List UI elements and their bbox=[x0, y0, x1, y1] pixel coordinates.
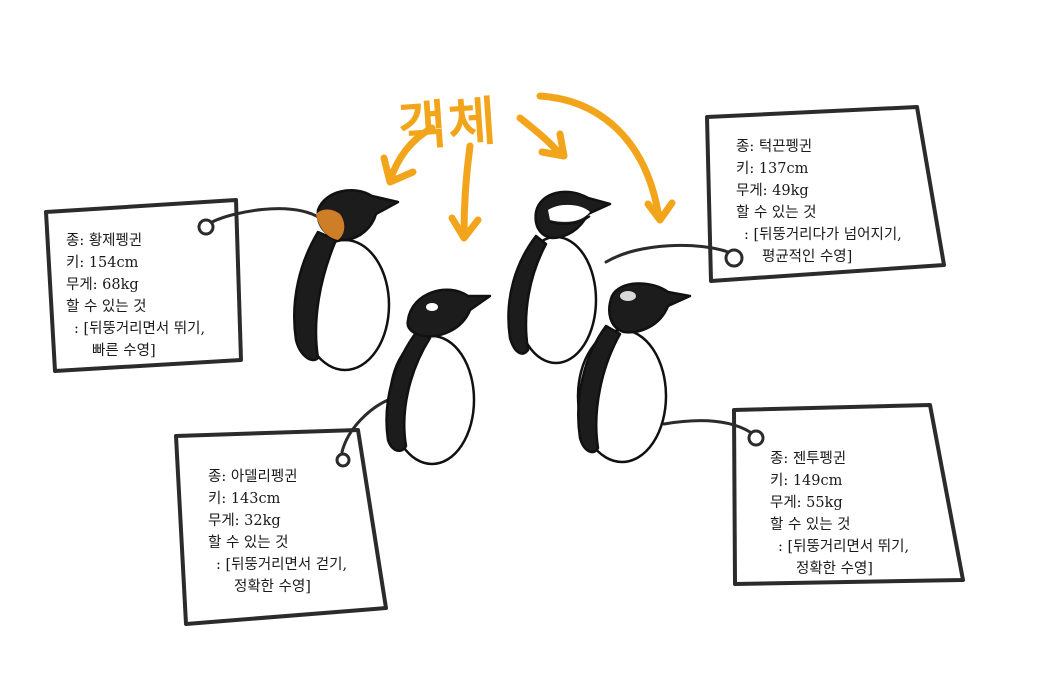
chinstrap-weight: 무게: 49kg bbox=[736, 183, 809, 199]
emperor-weight: 무게: 68kg bbox=[66, 277, 139, 293]
chinstrap-card-frame bbox=[705, 105, 946, 283]
arrow-to-gentoo bbox=[536, 92, 676, 224]
adelie-weight: 무게: 32kg bbox=[208, 513, 281, 529]
gentoo-tag-string bbox=[662, 419, 752, 434]
adelie-card: 종: 아델리펭귄 키: 143cm 무게: 32kg 할 수 있는 것 : [뒤… bbox=[208, 466, 347, 598]
adelie-eye bbox=[426, 303, 438, 311]
gentoo-card: 종: 젠투펭귄 키: 149cm 무게: 55kg 할 수 있는 것 : [뒤뚱… bbox=[770, 448, 909, 580]
chinstrap-penguin-drawing bbox=[507, 190, 612, 365]
gentoo-eye-patch bbox=[620, 291, 636, 301]
gentoo-abilities-label: 할 수 있는 것 bbox=[770, 517, 851, 533]
emperor-card-frame bbox=[44, 198, 243, 373]
emperor-abilities-label: 할 수 있는 것 bbox=[66, 299, 147, 315]
adelie-abilities-label: 할 수 있는 것 bbox=[208, 535, 289, 551]
gentoo-tag-hole bbox=[747, 429, 765, 447]
chinstrap-ability-2: 평균적인 수영] bbox=[762, 249, 853, 265]
chinstrap-species: 종: 턱끈펭귄 bbox=[736, 139, 813, 155]
emperor-penguin-drawing bbox=[293, 189, 400, 372]
emperor-ability-1: : [뒤뚱거리면서 뛰기, bbox=[74, 321, 206, 337]
gentoo-height: 키: 149cm bbox=[770, 473, 843, 489]
gentoo-penguin-drawing bbox=[576, 282, 692, 464]
chinstrap-height: 키: 137cm bbox=[736, 161, 809, 177]
gentoo-species: 종: 젠투펭귄 bbox=[770, 451, 847, 467]
arrow-to-chinstrap bbox=[516, 114, 568, 160]
adelie-height: 키: 143cm bbox=[208, 491, 281, 507]
adelie-penguin-drawing bbox=[385, 288, 492, 466]
gentoo-card-frame bbox=[732, 403, 965, 586]
emperor-card: 종: 황제펭귄 키: 154cm 무게: 68kg 할 수 있는 것 : [뒤뚱… bbox=[66, 230, 205, 362]
gentoo-ability-2: 정확한 수영] bbox=[796, 561, 873, 577]
adelie-species: 종: 아델리펭귄 bbox=[208, 469, 298, 485]
adelie-card-frame bbox=[174, 428, 388, 626]
adelie-tag-hole bbox=[335, 452, 351, 468]
arrow-to-emperor bbox=[380, 124, 436, 186]
gentoo-weight: 무게: 55kg bbox=[770, 495, 843, 511]
chinstrap-ability-1: : [뒤뚱거리다가 넘어지기, bbox=[744, 227, 902, 243]
emperor-height: 키: 154cm bbox=[66, 255, 139, 271]
chinstrap-white-face bbox=[548, 204, 590, 222]
chinstrap-card: 종: 턱끈펭귄 키: 137cm 무게: 49kg 할 수 있는 것 : [뒤뚱… bbox=[736, 136, 902, 268]
adelie-ability-2: 정확한 수영] bbox=[234, 579, 311, 595]
arrow-to-adelie bbox=[448, 142, 482, 242]
chinstrap-abilities-label: 할 수 있는 것 bbox=[736, 205, 817, 221]
diagram-title: 객체 bbox=[396, 91, 501, 159]
emperor-species: 종: 황제펭귄 bbox=[66, 233, 143, 249]
adelie-tag-string bbox=[340, 398, 390, 454]
chinstrap-tag-hole bbox=[724, 248, 744, 268]
emperor-neck-patch bbox=[316, 209, 345, 240]
emperor-tag-hole bbox=[197, 218, 215, 236]
emperor-ability-2: 빠른 수영] bbox=[92, 343, 156, 359]
adelie-ability-1: : [뒤뚱거리면서 걷기, bbox=[216, 557, 348, 573]
gentoo-ability-1: : [뒤뚱거리면서 뛰기, bbox=[778, 539, 910, 555]
chinstrap-tag-string bbox=[604, 243, 730, 264]
emperor-tag-string bbox=[210, 207, 322, 224]
